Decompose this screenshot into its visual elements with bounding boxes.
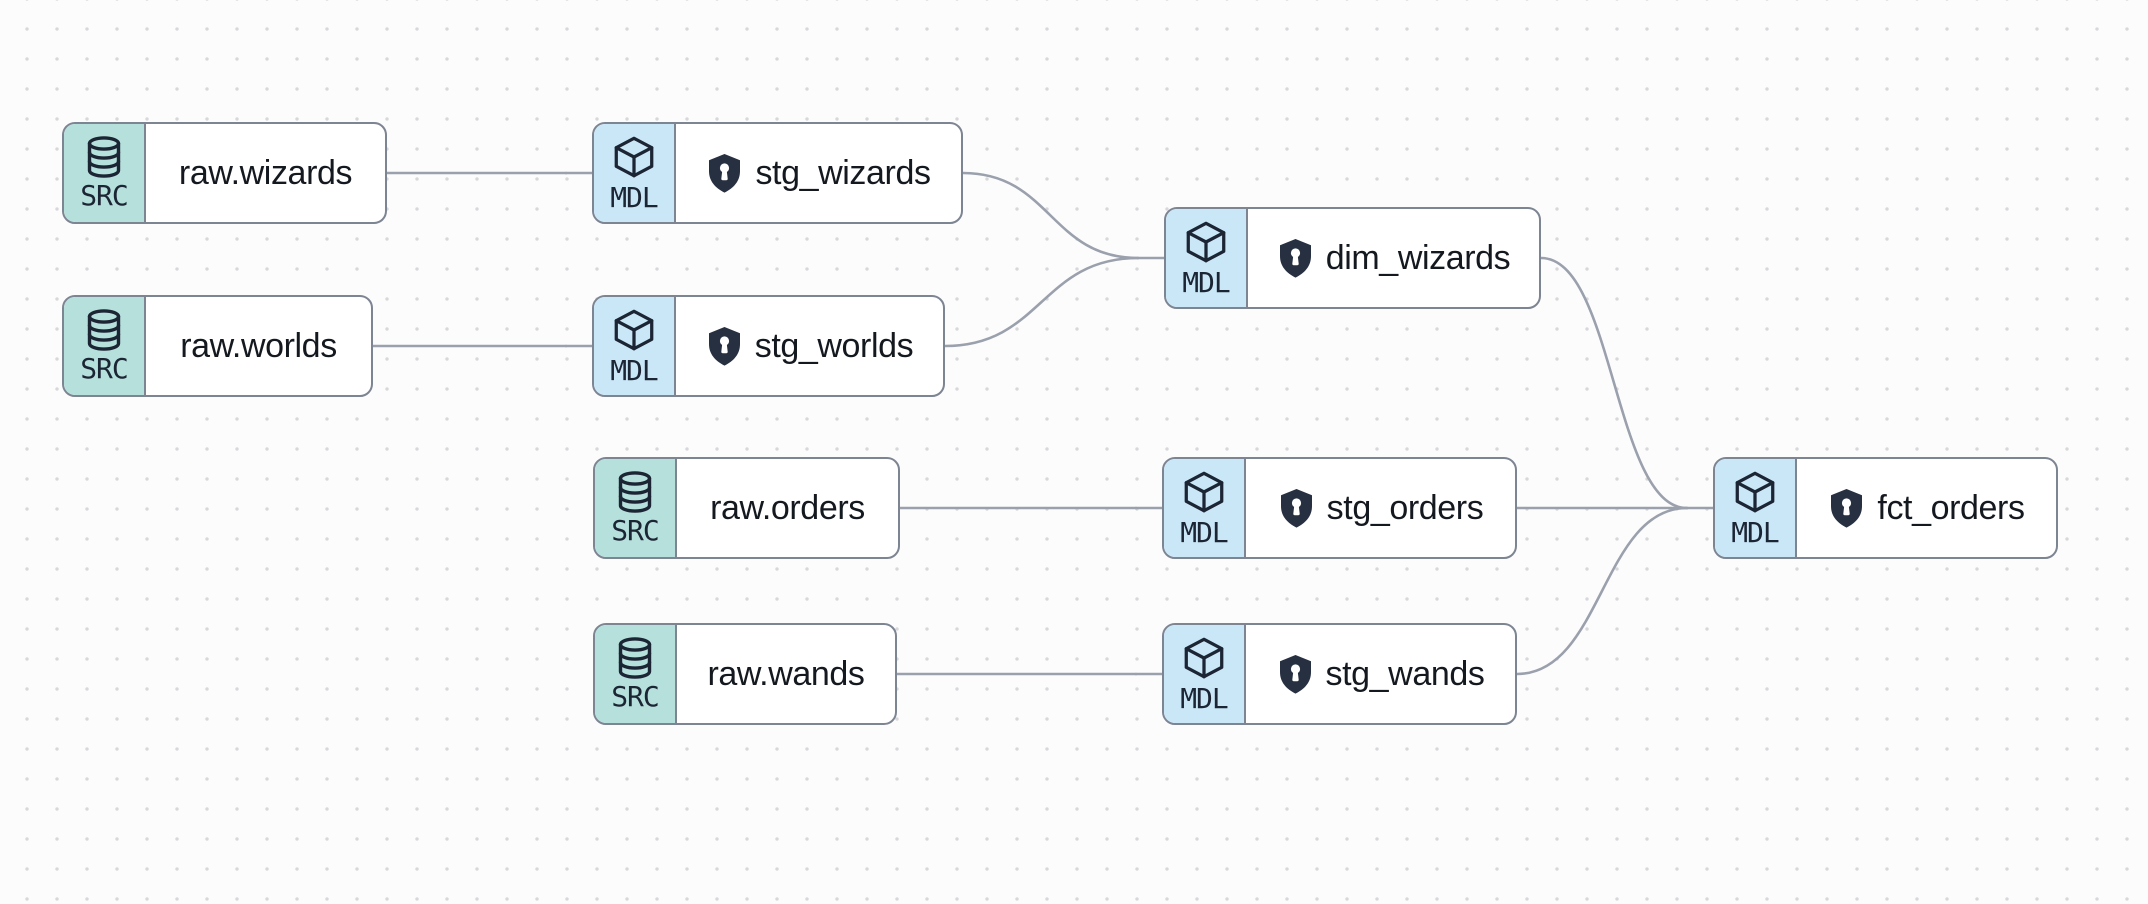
edge-stg_wizards-to-dim_wizards (961, 171, 1140, 260)
node-body: stg_orders (1246, 459, 1515, 557)
node-type-label: MDL (610, 354, 659, 387)
node-body: raw.wands (677, 625, 895, 723)
node-type-badge-src: SRC (64, 297, 146, 395)
node-type-badge-mdl: MDL (1715, 459, 1797, 557)
edge-stg_worlds-to-dim_wizards (943, 256, 1140, 348)
shield-lock-icon (1280, 488, 1312, 528)
node-label: raw.wizards (178, 153, 353, 192)
database-icon (618, 471, 652, 513)
node-raw-worlds[interactable]: SRC raw.worlds (62, 295, 373, 397)
node-body: stg_wands (1246, 625, 1515, 723)
node-body: raw.worlds (146, 297, 371, 395)
cube-icon (1184, 471, 1224, 513)
node-body: fct_orders (1797, 459, 2056, 557)
node-label: raw.wands (707, 654, 865, 693)
node-type-badge-src: SRC (595, 459, 677, 557)
node-body: raw.orders (677, 459, 898, 557)
node-label: stg_wizards (755, 153, 931, 192)
shield-lock-icon (708, 326, 740, 366)
node-type-badge-mdl: MDL (1166, 209, 1248, 307)
node-raw-wizards[interactable]: SRC raw.wizards (62, 122, 387, 224)
cube-icon (1735, 471, 1775, 513)
node-raw-orders[interactable]: SRC raw.orders (593, 457, 900, 559)
node-type-label: MDL (1180, 516, 1229, 549)
node-stg-wizards[interactable]: MDL stg_wizards (592, 122, 963, 224)
node-type-badge-src: SRC (64, 124, 146, 222)
shield-lock-icon (1831, 488, 1863, 528)
node-label: stg_worlds (754, 326, 914, 365)
node-stg-orders[interactable]: MDL stg_orders (1162, 457, 1517, 559)
node-stg-worlds[interactable]: MDL stg_worlds (592, 295, 945, 397)
node-label: fct_orders (1877, 488, 2025, 527)
shield-lock-icon (709, 153, 741, 193)
cube-icon (1186, 221, 1226, 263)
node-type-badge-mdl: MDL (1164, 459, 1246, 557)
node-body: stg_worlds (676, 297, 943, 395)
node-type-label: MDL (1180, 682, 1229, 715)
node-type-badge-mdl: MDL (594, 124, 676, 222)
shield-lock-icon (1279, 238, 1311, 278)
node-type-label: SRC (611, 680, 660, 713)
node-type-label: SRC (611, 514, 660, 547)
node-type-badge-src: SRC (595, 625, 677, 723)
node-label: dim_wizards (1325, 238, 1511, 277)
node-fct-orders[interactable]: MDL fct_orders (1713, 457, 2058, 559)
node-raw-wands[interactable]: SRC raw.wands (593, 623, 897, 725)
cube-icon (1184, 637, 1224, 679)
node-label: stg_wands (1325, 654, 1485, 693)
database-icon (87, 309, 121, 351)
node-body: dim_wizards (1248, 209, 1539, 307)
shield-lock-icon (1279, 654, 1311, 694)
edge-dim_wizards-to-fct_orders (1539, 256, 1689, 510)
cube-icon (614, 309, 654, 351)
node-type-label: MDL (1182, 266, 1231, 299)
edge-stg_wands-to-fct_orders (1515, 506, 1689, 676)
node-label: raw.worlds (180, 326, 337, 365)
node-label: stg_orders (1326, 488, 1484, 527)
node-type-badge-mdl: MDL (1164, 625, 1246, 723)
node-type-badge-mdl: MDL (594, 297, 676, 395)
node-dim-wizards[interactable]: MDL dim_wizards (1164, 207, 1541, 309)
node-stg-wands[interactable]: MDL stg_wands (1162, 623, 1517, 725)
node-type-label: SRC (80, 179, 129, 212)
node-body: raw.wizards (146, 124, 385, 222)
node-type-label: SRC (80, 352, 129, 385)
node-type-label: MDL (1731, 516, 1780, 549)
cube-icon (614, 136, 654, 178)
node-type-label: MDL (610, 181, 659, 214)
node-body: stg_wizards (676, 124, 961, 222)
database-icon (618, 637, 652, 679)
database-icon (87, 136, 121, 178)
node-label: raw.orders (710, 488, 865, 527)
